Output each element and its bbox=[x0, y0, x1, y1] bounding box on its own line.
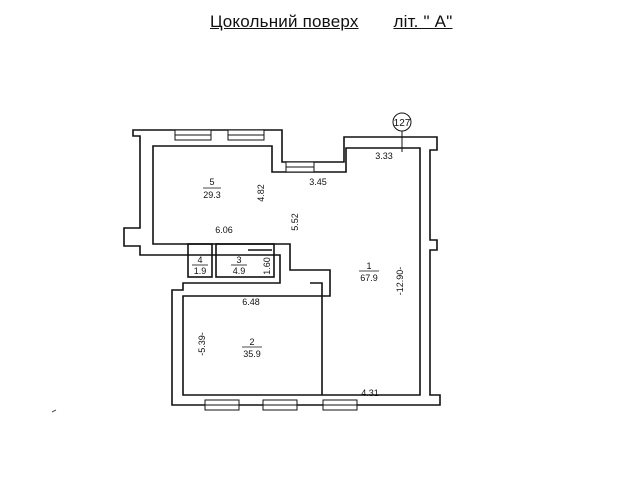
stray-mark bbox=[51, 409, 57, 413]
dim-333: 3.33 bbox=[375, 151, 393, 161]
dim-345: 3.45 bbox=[309, 177, 327, 187]
dim-552: 5.52 bbox=[290, 213, 300, 231]
dim-482: 4.82 bbox=[256, 184, 266, 202]
windows bbox=[174, 129, 358, 411]
letter-label: літ. " А" bbox=[393, 12, 453, 31]
room-3-label: 3 4.9 bbox=[231, 255, 247, 276]
svg-text:4.9: 4.9 bbox=[233, 266, 246, 276]
room-5-label: 5 29.3 bbox=[203, 177, 221, 200]
dim-606: 6.06 bbox=[215, 225, 233, 235]
room-4-label: 4 1.9 bbox=[192, 255, 208, 276]
svg-text:5: 5 bbox=[209, 177, 214, 187]
floor-label: Цокольний поверх bbox=[210, 12, 359, 31]
dim-648: 6.48 bbox=[242, 297, 260, 307]
room-1-label: 1 67.9 bbox=[359, 261, 379, 283]
svg-text:2: 2 bbox=[249, 337, 254, 347]
dim-1290: -12.90- bbox=[395, 267, 405, 296]
svg-text:3: 3 bbox=[236, 255, 241, 265]
svg-text:67.9: 67.9 bbox=[360, 273, 378, 283]
walls bbox=[123, 129, 441, 406]
plan-title: Цокольний поверх літ. " А" bbox=[210, 12, 452, 32]
dim-539: -5.39- bbox=[197, 332, 207, 356]
svg-text:1.9: 1.9 bbox=[194, 266, 207, 276]
svg-text:29.3: 29.3 bbox=[203, 190, 221, 200]
svg-text:1: 1 bbox=[366, 261, 371, 271]
dim-160: 1.60 bbox=[262, 257, 272, 275]
svg-text:4: 4 bbox=[197, 255, 202, 265]
room-2-label: 2 35.9 bbox=[242, 337, 262, 359]
marker-127: 127 bbox=[392, 112, 412, 152]
marker-label: 127 bbox=[394, 118, 411, 129]
dim-431: 4.31 bbox=[361, 388, 379, 398]
svg-text:35.9: 35.9 bbox=[243, 349, 261, 359]
